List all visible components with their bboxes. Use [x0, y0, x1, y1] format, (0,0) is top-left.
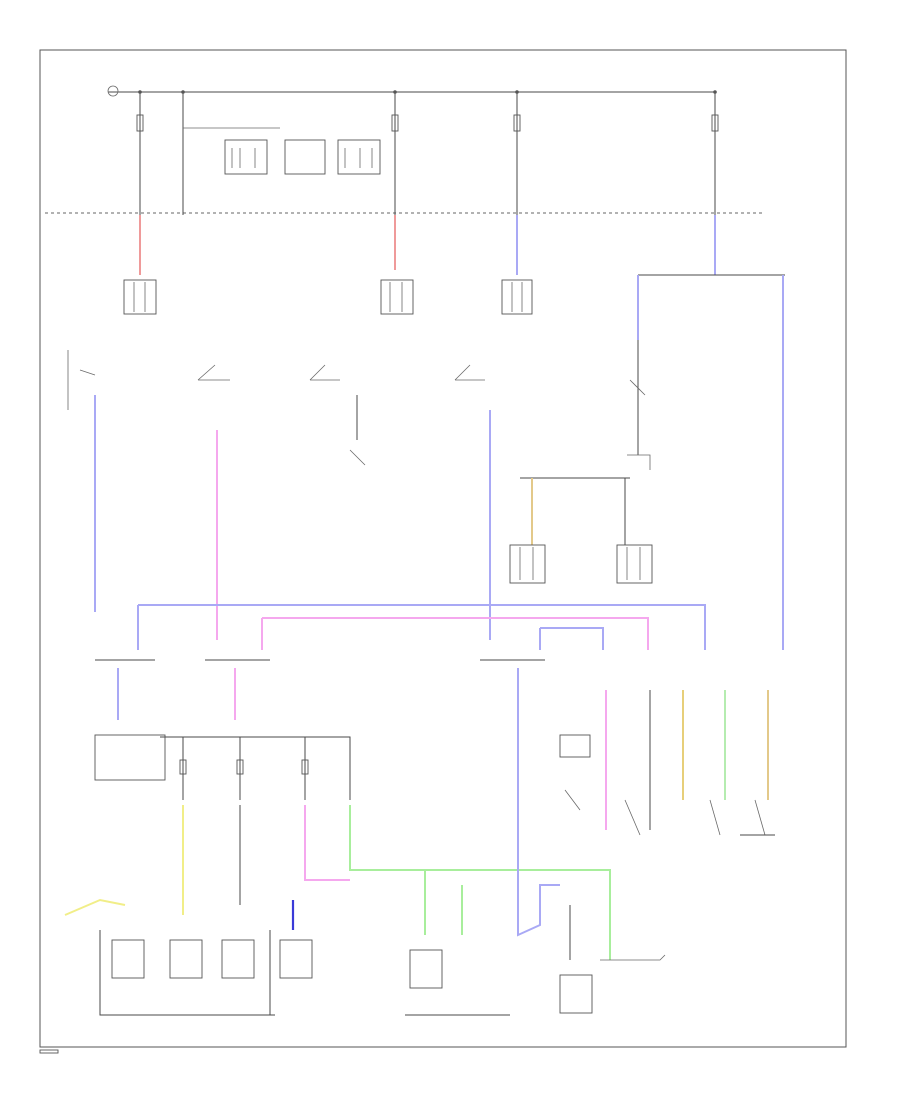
switches-row: [67, 350, 491, 640]
diagram-frame: [39, 49, 847, 1048]
upper-feeds: [123, 215, 716, 315]
right-harness: [509, 274, 785, 650]
lower-left-block: [64, 668, 611, 1016]
power-distribution-box: [45, 85, 765, 215]
corner-mark: [39, 1049, 59, 1054]
middle-harness: [95, 604, 706, 661]
lower-right-block: [517, 668, 775, 1014]
